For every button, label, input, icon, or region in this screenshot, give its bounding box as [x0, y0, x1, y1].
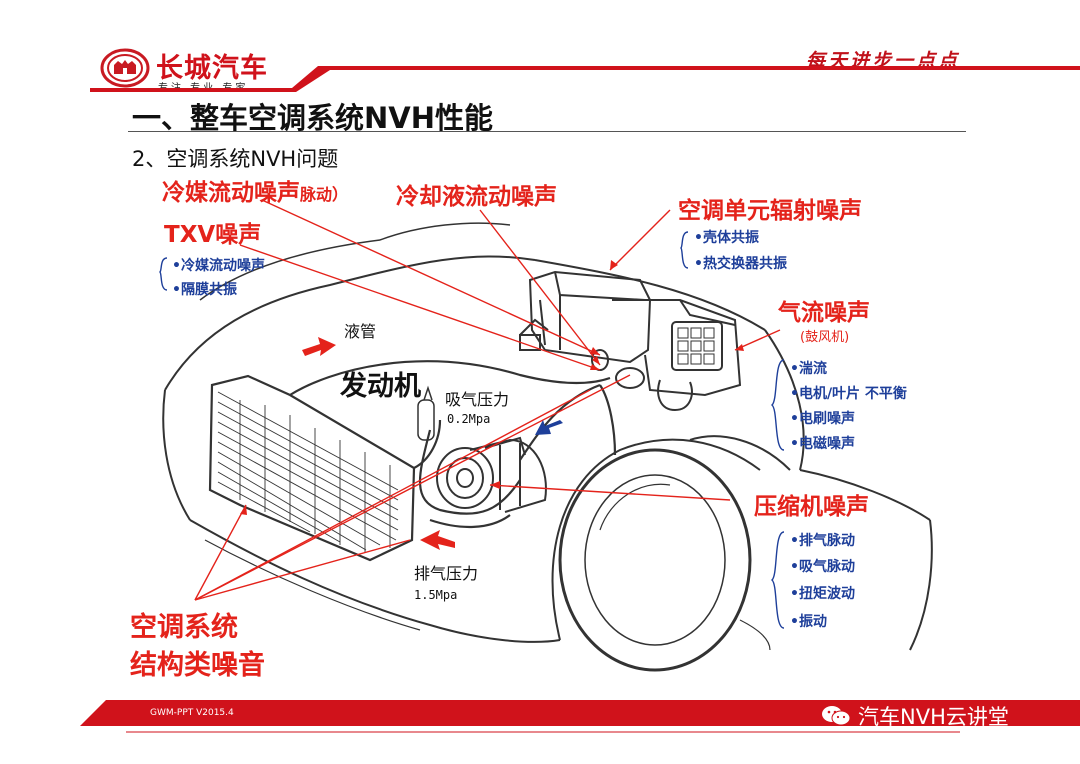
airflow-item-1: •湍流	[790, 361, 827, 377]
airflow-noise-sub: (鼓风机)	[800, 330, 850, 345]
great-wall-logo-icon	[100, 48, 150, 88]
ac-unit-radiation-noise-label: 空调单元辐射噪声	[678, 198, 862, 224]
airflow-item-4: •电磁噪声	[790, 436, 855, 452]
compressor-item-2: •吸气脉动	[790, 559, 855, 575]
txv-noise-label: TXV噪声	[164, 222, 262, 248]
suction-pressure-value: 0.2Mpa	[447, 412, 491, 426]
structural-noise-label-line1: 空调系统	[130, 612, 238, 643]
structural-noise-label-line2: 结构类噪音	[130, 650, 265, 681]
ac-unit-item-1: •壳体共振	[694, 230, 759, 246]
logo-text: 长城汽车	[156, 53, 268, 84]
coolant-flow-noise-label: 冷却液流动噪声	[396, 184, 557, 210]
discharge-pressure-value: 1.5Mpa	[414, 588, 458, 602]
refrigerant-pulse-text: 脉动）	[300, 185, 349, 204]
watermark-text: 汽车NVH云讲堂	[858, 705, 1009, 729]
footer-version: GWM-PPT V2015.4	[150, 708, 234, 718]
txv-item-1: •冷媒流动噪声	[172, 258, 265, 274]
wechat-icon	[822, 706, 851, 726]
refrigerant-flow-noise-label: 冷媒流动噪声脉动）	[162, 173, 348, 207]
suction-flow-arrow	[535, 420, 563, 435]
airflow-item-2: •电机/叶片 不平衡	[790, 386, 907, 402]
compressor-item-4: •振动	[790, 614, 827, 630]
page-subtitle: 2、空调系统NVH问题	[132, 147, 339, 171]
liquid-pipe-label: 液管	[344, 322, 377, 341]
discharge-pressure-label: 排气压力	[414, 564, 479, 583]
title-rule	[128, 131, 966, 132]
txv-item-2: •隔膜共振	[172, 282, 237, 298]
refrigerant-flow-text: 冷媒流动噪声	[162, 180, 300, 206]
airflow-item-3: •电刷噪声	[790, 411, 855, 427]
header-band	[90, 66, 1080, 92]
engine-label: 发动机	[340, 371, 421, 402]
compressor-item-3: •扭矩波动	[790, 586, 855, 602]
ac-unit-item-2: •热交换器共振	[694, 256, 787, 272]
page-title: 一、整车空调系统NVH性能	[132, 101, 493, 135]
watermark: 汽车NVH云讲堂	[820, 700, 1009, 732]
compressor-item-1: •排气脉动	[790, 533, 855, 549]
suction-pressure-label: 吸气压力	[445, 390, 510, 409]
airflow-noise-label: 气流噪声	[778, 300, 870, 326]
compressor-noise-label: 压缩机噪声	[754, 494, 869, 520]
